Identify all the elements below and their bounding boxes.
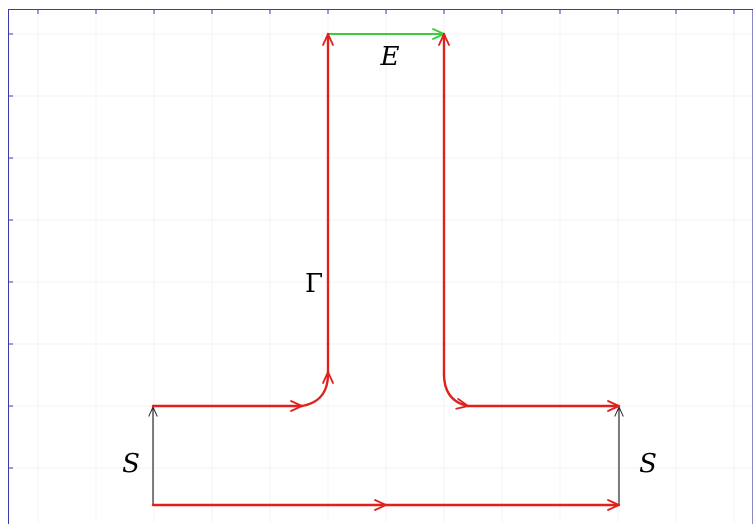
gamma-label: Γ	[305, 269, 323, 299]
e-label: E	[380, 42, 400, 72]
left-corner-curve	[300, 372, 330, 408]
top-ticks	[37, 9, 735, 14]
left-ticks	[8, 33, 13, 469]
s-left-label: S	[122, 449, 140, 479]
gamma-contour	[151, 32, 621, 511]
plot-frame	[8, 9, 753, 524]
background-grid	[9, 9, 752, 522]
s-right-label: S	[639, 449, 657, 479]
right-corner-curve	[442, 372, 470, 408]
